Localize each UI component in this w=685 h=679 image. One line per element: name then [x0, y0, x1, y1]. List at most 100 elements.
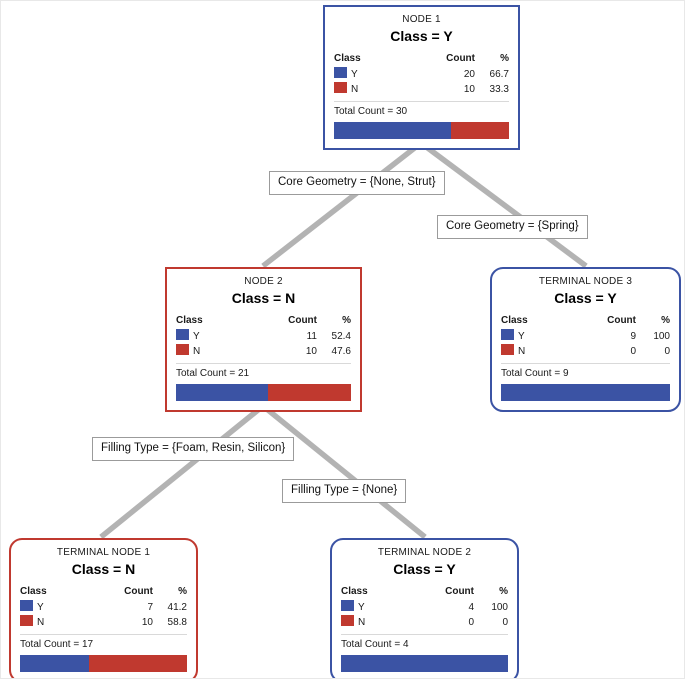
- distribution-bar-segment-n: [88, 655, 187, 672]
- distribution-bar-segment-y: [501, 384, 670, 401]
- col-header-pct: %: [661, 315, 670, 326]
- legend-swatch-y-icon: [176, 329, 189, 340]
- row-pct: 52.4: [331, 331, 351, 342]
- col-header-class: Class: [176, 315, 203, 326]
- row-count: 10: [305, 346, 317, 357]
- node-terminal2[interactable]: TERMINAL NODE 2 Class = Y Class Count % …: [330, 538, 519, 678]
- row-class: N: [358, 617, 366, 628]
- row-class: Y: [193, 331, 200, 342]
- node-class-label: Class = Y: [390, 28, 453, 44]
- node-title: TERMINAL NODE 2: [377, 547, 472, 558]
- node-class-label: Class = Y: [554, 290, 617, 306]
- row-class: Y: [351, 69, 358, 80]
- row-count: 11: [306, 331, 317, 342]
- class-distribution-table: Class Count % Y 7 41.2 N 10 58.8: [20, 585, 187, 630]
- node-title: NODE 2: [244, 276, 283, 287]
- table-row: Y 20 66.7: [334, 67, 509, 82]
- row-pct: 66.7: [489, 69, 509, 80]
- row-class: N: [351, 84, 359, 95]
- class-distribution-table: Class Count % Y 11 52.4 N 10 47.6: [176, 314, 351, 359]
- row-class: Y: [358, 602, 365, 613]
- legend-swatch-n-icon: [501, 344, 514, 355]
- connector-node1-node2: [261, 140, 423, 269]
- legend-swatch-n-icon: [20, 615, 33, 626]
- table-header-row: Class Count %: [334, 52, 509, 67]
- row-pct: 0: [502, 617, 508, 628]
- node-title: NODE 1: [402, 14, 441, 25]
- table-header-row: Class Count %: [176, 314, 351, 329]
- col-header-class: Class: [501, 315, 528, 326]
- row-class: N: [37, 617, 45, 628]
- table-row: N 0 0: [501, 344, 670, 359]
- edge-label-core-geometry-none-strut[interactable]: Core Geometry = {None, Strut}: [269, 171, 445, 195]
- row-class: N: [518, 346, 526, 357]
- table-row: Y 11 52.4: [176, 329, 351, 344]
- col-header-class: Class: [341, 586, 368, 597]
- total-count-label: Total Count = 30: [334, 101, 509, 119]
- total-count-label: Total Count = 21: [176, 363, 351, 381]
- table-header-row: Class Count %: [501, 314, 670, 329]
- table-row: Y 7 41.2: [20, 600, 187, 615]
- node-class-label: Class = N: [231, 290, 296, 306]
- connector-node2-terminal2: [261, 403, 427, 540]
- edge-label-filling-type-foam-resin-silicon[interactable]: Filling Type = {Foam, Resin, Silicon}: [92, 437, 295, 461]
- distribution-bar-segment-n: [450, 122, 509, 139]
- legend-swatch-n-icon: [341, 615, 354, 626]
- total-count-label: Total Count = 9: [501, 363, 670, 381]
- legend-swatch-n-icon: [334, 82, 347, 93]
- col-header-pct: %: [499, 586, 508, 597]
- col-header-count: Count: [445, 586, 474, 597]
- node-title: TERMINAL NODE 1: [56, 547, 151, 558]
- node-class-label: Class = N: [71, 561, 136, 577]
- node-terminal3[interactable]: TERMINAL NODE 3 Class = Y Class Count % …: [490, 267, 681, 412]
- node-node2[interactable]: NODE 2 Class = N Class Count % Y 11 52.4…: [165, 267, 362, 412]
- row-count: 20: [463, 69, 475, 80]
- row-pct: 33.3: [489, 84, 509, 95]
- node-terminal1[interactable]: TERMINAL NODE 1 Class = N Class Count % …: [9, 538, 198, 678]
- row-class: Y: [37, 602, 44, 613]
- col-header-count: Count: [288, 315, 317, 326]
- col-header-count: Count: [124, 586, 153, 597]
- node-class-label: Class = Y: [393, 561, 456, 577]
- legend-swatch-n-icon: [176, 344, 189, 355]
- distribution-bar-segment-y: [341, 655, 508, 672]
- col-header-pct: %: [342, 315, 351, 326]
- row-pct: 41.2: [167, 602, 187, 613]
- node-title: TERMINAL NODE 3: [538, 276, 633, 287]
- distribution-bar-segment-y: [20, 655, 89, 672]
- distribution-bar: [501, 384, 670, 401]
- col-header-pct: %: [500, 53, 509, 64]
- edge-label-core-geometry-spring[interactable]: Core Geometry = {Spring}: [437, 215, 588, 239]
- class-distribution-table: Class Count % Y 20 66.7 N 10 33.3: [334, 52, 509, 97]
- row-count: 9: [630, 331, 636, 342]
- connector-node1-terminal3: [419, 140, 588, 269]
- table-header-row: Class Count %: [341, 585, 508, 600]
- row-pct: 100: [491, 602, 508, 613]
- table-row: Y 9 100: [501, 329, 670, 344]
- distribution-bar-segment-y: [176, 384, 268, 401]
- connector-node2-terminal1: [99, 403, 265, 540]
- row-pct: 58.8: [167, 617, 187, 628]
- row-pct: 100: [653, 331, 670, 342]
- node-node1[interactable]: NODE 1 Class = Y Class Count % Y 20 66.7…: [323, 5, 520, 150]
- col-header-class: Class: [334, 53, 361, 64]
- total-count-label: Total Count = 4: [341, 634, 508, 652]
- row-count: 10: [141, 617, 153, 628]
- table-row: Y 4 100: [341, 600, 508, 615]
- legend-swatch-y-icon: [334, 67, 347, 78]
- row-count: 0: [468, 617, 474, 628]
- distribution-bar-segment-n: [267, 384, 351, 401]
- col-header-count: Count: [607, 315, 636, 326]
- row-pct: 0: [664, 346, 670, 357]
- distribution-bar: [20, 655, 187, 672]
- row-count: 4: [468, 602, 474, 613]
- table-row: N 10 58.8: [20, 615, 187, 630]
- col-header-class: Class: [20, 586, 47, 597]
- col-header-count: Count: [446, 53, 475, 64]
- legend-swatch-y-icon: [20, 600, 33, 611]
- class-distribution-table: Class Count % Y 9 100 N 0 0: [501, 314, 670, 359]
- edge-label-filling-type-none[interactable]: Filling Type = {None}: [282, 479, 407, 503]
- row-count: 7: [147, 602, 153, 613]
- row-count: 0: [630, 346, 636, 357]
